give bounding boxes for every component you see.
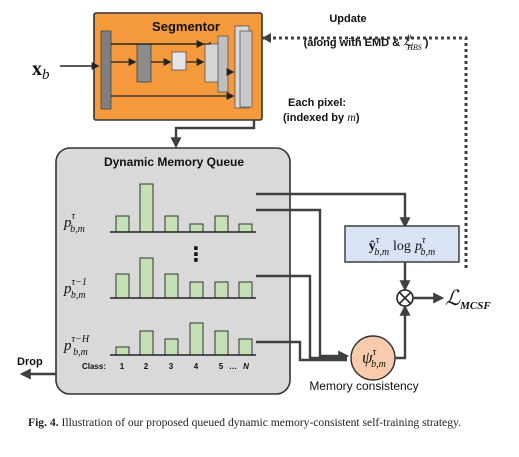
class-axis-label: Class: (82, 362, 106, 371)
class-tick-label: 4 (194, 362, 199, 371)
class-ticks: 1 2 3 4 5 … N (120, 362, 249, 371)
histogram-bar (214, 330, 229, 356)
class-tick-label: N (243, 362, 249, 371)
psi-to-product-arrow (395, 304, 411, 360)
entropy-formula-box (344, 225, 460, 263)
class-tick-label: 3 (169, 362, 174, 371)
update-feedback-path (262, 36, 468, 268)
histogram-bar (238, 223, 253, 233)
memory-consistency-node (350, 335, 396, 381)
caption-label: Fig. 4. (28, 416, 59, 429)
histogram-bar (115, 346, 130, 356)
update-label: Update (329, 13, 366, 25)
row3-to-psi-arrow (256, 340, 347, 362)
caption-text: Illustration of our proposed queued dyna… (58, 416, 461, 429)
histogram-bar (189, 281, 204, 299)
histogram-bar (164, 273, 179, 299)
figure-caption: Fig. 4. Illustration of our proposed que… (28, 414, 498, 431)
decoder-layer-2 (217, 35, 229, 93)
histogram-bar (189, 223, 204, 233)
memory-consistency-label: Memory consistency (309, 379, 418, 393)
histogram-bar (115, 215, 130, 233)
segmentor-block: Segmentor (93, 12, 263, 121)
histogram-bar (115, 273, 130, 299)
queue-dots: ⋮ (186, 244, 206, 266)
histogram-bar (214, 281, 229, 299)
encoder-layer-2 (136, 43, 152, 83)
loss-mcsf: ℒMCSF (445, 286, 491, 312)
bottleneck-layer (171, 51, 187, 71)
histogram-bar (164, 215, 179, 233)
class-tick-label: 5 (219, 362, 224, 371)
histogram-bar (238, 338, 253, 356)
each-pixel-label: Each pixel: (288, 97, 346, 109)
class-tick-label: 1 (120, 362, 125, 371)
histogram-bar (139, 257, 154, 299)
update-arrowhead (262, 33, 271, 43)
histogram-bar (189, 322, 204, 356)
histogram-bar (164, 338, 179, 356)
decoder-layer-4 (239, 30, 253, 108)
drop-label: Drop (17, 356, 43, 368)
memory-queue-title: Dynamic Memory Queue (104, 155, 244, 169)
memory-queue-box (55, 147, 291, 395)
histogram-bar (238, 281, 253, 299)
encoder-layer-1 (100, 30, 112, 110)
segmentor-title: Segmentor (152, 19, 220, 34)
class-tick-label: … (229, 362, 237, 371)
input-x-b: xb (32, 58, 50, 83)
method-diagram: Segmentor xb Update (along with EMD & ℒγ… (17, 12, 491, 395)
histogram-bar (139, 330, 154, 356)
histogram-bar (139, 183, 154, 233)
class-tick-label: 2 (144, 362, 149, 371)
queue-to-formula-arrow (256, 192, 411, 229)
row2-to-psi-arrow (256, 274, 347, 360)
segmentor-to-queue-arrow (170, 120, 256, 149)
histogram-bar (214, 215, 229, 233)
decoder-layer-1 (204, 43, 220, 83)
indexed-by-label: (indexed by m) (283, 110, 360, 124)
row1-to-psi-arrow (256, 208, 350, 362)
